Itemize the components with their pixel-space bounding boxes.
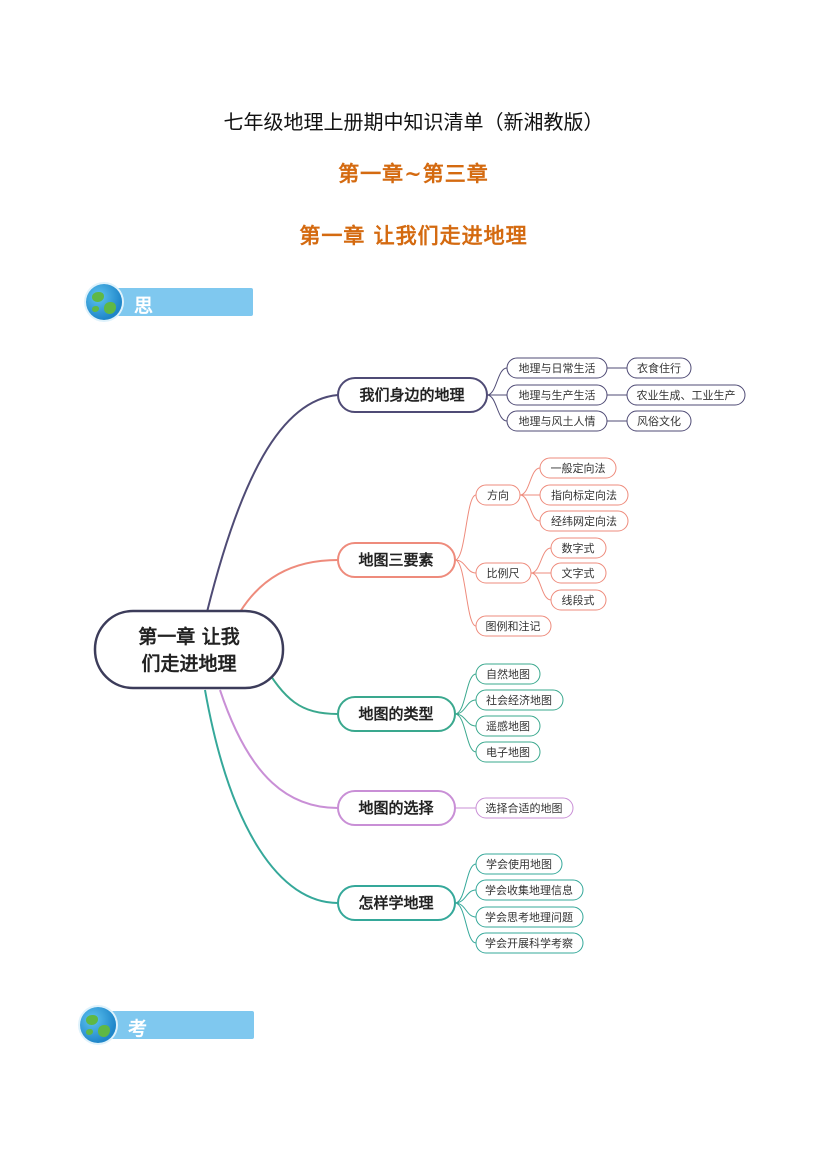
globe-icon bbox=[86, 284, 122, 320]
list-item: 方向 bbox=[487, 488, 509, 502]
list-item: 学会收集地理信息 bbox=[485, 883, 573, 897]
branch-node-b5: 怎样学地理 bbox=[337, 885, 456, 921]
b1-leaves: 地理与日常生活 地理与生产生活 地理与风土人情 衣食住行 农业生成、工业生产 风… bbox=[506, 357, 746, 432]
chapter-range-heading: 第一章~第三章 bbox=[338, 161, 489, 186]
svg-text:地图的选择: 地图的选择 bbox=[358, 799, 434, 817]
list-item: 文字式 bbox=[562, 566, 595, 580]
svg-text:我们身边的地理: 我们身边的地理 bbox=[359, 386, 464, 404]
root-node: 第一章 让我 们走进地理 bbox=[93, 609, 285, 690]
list-item: 指向标定向法 bbox=[551, 488, 617, 502]
list-item: 一般定向法 bbox=[551, 461, 606, 475]
root-line2: 们走进地理 bbox=[141, 652, 236, 675]
list-item: 学会使用地图 bbox=[486, 857, 552, 871]
globe-icon bbox=[80, 1007, 116, 1043]
chapter-heading: 第一章 让我们走进地理 bbox=[299, 223, 528, 248]
list-item: 自然地图 bbox=[486, 667, 530, 681]
b2-leaves: 方向 比例尺 图例和注记 一般定向法 指向标定向法 经纬网定向法 数字式 文字式… bbox=[475, 457, 629, 637]
root-line1: 第一章 让我 bbox=[138, 625, 240, 648]
branch-node-b3: 地图的类型 bbox=[337, 696, 456, 732]
list-item: 衣食住行 bbox=[637, 361, 681, 375]
svg-text:地图的类型: 地图的类型 bbox=[358, 705, 433, 723]
list-item: 遥感地图 bbox=[486, 720, 530, 733]
branch-node-b1: 我们身边的地理 bbox=[337, 377, 488, 413]
list-item: 选择合适的地图 bbox=[486, 801, 563, 815]
list-item: 图例和注记 bbox=[486, 619, 541, 633]
svg-text:怎样学地理: 怎样学地理 bbox=[358, 894, 433, 912]
list-item: 学会思考地理问题 bbox=[485, 910, 573, 924]
list-item: 地理与日常生活 bbox=[519, 361, 596, 375]
keypoints-banner-label: 考点清单 bbox=[128, 1018, 150, 1121]
b3-leaves: 自然地图 社会经济地图 遥感地图 电子地图 bbox=[475, 663, 564, 763]
branch-node-b2: 地图三要素 bbox=[337, 542, 456, 578]
list-item: 农业生成、工业生产 bbox=[637, 388, 736, 402]
b4-leaves: 选择合适的地图 bbox=[475, 797, 574, 819]
svg-text:地图三要素: 地图三要素 bbox=[358, 551, 433, 569]
list-item: 经纬网定向法 bbox=[551, 514, 617, 528]
mindmap-banner-label: 思维导图 bbox=[134, 295, 156, 398]
list-item: 线段式 bbox=[562, 593, 595, 607]
branch-node-b4: 地图的选择 bbox=[337, 790, 456, 826]
mind-map: 第一章 让我 们走进地理 我们身边的地理 地图三要素 地图的类型 地图的选择 怎… bbox=[93, 357, 746, 954]
list-item: 风俗文化 bbox=[637, 414, 681, 428]
page-title: 七年级地理上册期中知识清单（新湘教版） bbox=[223, 110, 604, 134]
b5-leaves: 学会使用地图 学会收集地理信息 学会思考地理问题 学会开展科学考察 bbox=[475, 853, 584, 954]
list-item: 社会经济地图 bbox=[486, 693, 552, 707]
list-item: 比例尺 bbox=[487, 566, 520, 580]
list-item: 地理与生产生活 bbox=[519, 388, 596, 402]
list-item: 学会开展科学考察 bbox=[485, 936, 573, 950]
list-item: 数字式 bbox=[562, 541, 595, 555]
list-item: 电子地图 bbox=[486, 746, 530, 759]
list-item: 地理与风土人情 bbox=[519, 415, 596, 428]
